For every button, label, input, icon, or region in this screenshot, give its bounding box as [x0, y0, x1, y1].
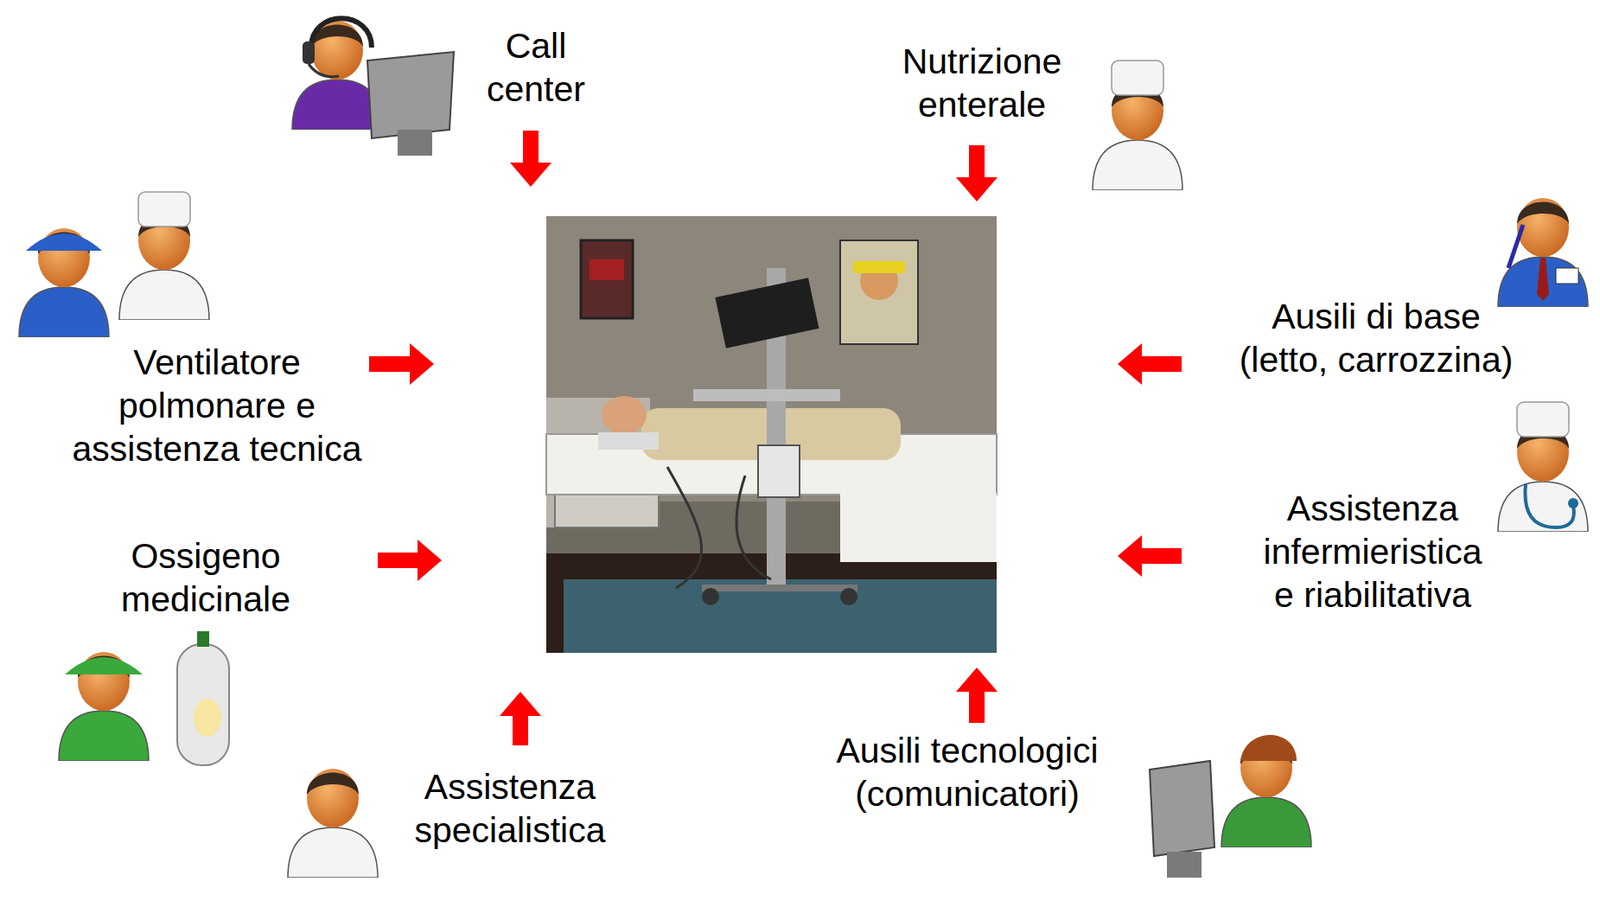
- label-box: Nutrizione enterale: [878, 39, 1086, 127]
- label-box: Ausili di base (letto, carrozzina): [1229, 294, 1524, 382]
- label-box: Ausili tecnologici (comunicatori): [824, 728, 1110, 816]
- arrow: [369, 343, 434, 385]
- patient-photo: [546, 216, 997, 653]
- service-label: Ossigeno medicinale: [101, 534, 310, 621]
- arrow: [377, 539, 442, 581]
- officer-icon: [1498, 197, 1588, 307]
- label-box: Call center: [466, 24, 606, 111]
- communicator-icon: [1149, 734, 1312, 878]
- label-box: Ventilatore polmonare e assistenza tecni…: [56, 340, 378, 471]
- arrow: [1117, 343, 1182, 385]
- service-label: Ausili di base (letto, carrozzina): [1229, 294, 1524, 382]
- arrow: [956, 667, 998, 723]
- arrow: [509, 130, 552, 187]
- service-label: Ventilatore polmonare e assistenza tecni…: [56, 340, 378, 471]
- arrow: [499, 691, 542, 746]
- oxygen-icon: [58, 631, 230, 765]
- nurse-icon: [1498, 401, 1588, 532]
- arrows: [369, 130, 1182, 746]
- operator-icon: [292, 18, 454, 156]
- technician-icons: [19, 191, 210, 338]
- service-label: Assistenza infermieristica e riabilitati…: [1251, 486, 1494, 617]
- arrow: [956, 145, 998, 202]
- label-box: Assistenza infermieristica e riabilitati…: [1251, 486, 1494, 617]
- service-label: Assistenza specialistica: [401, 764, 619, 852]
- service-label: Ausili tecnologici (comunicatori): [824, 728, 1110, 816]
- chef-icon: [1092, 60, 1183, 191]
- specialist-icon: [287, 768, 378, 878]
- label-box: Ossigeno medicinale: [101, 534, 310, 621]
- arrow: [1117, 535, 1182, 577]
- service-label: Call center: [466, 24, 606, 111]
- label-box: Assistenza specialistica: [401, 764, 619, 852]
- service-label: Nutrizione enterale: [878, 39, 1086, 127]
